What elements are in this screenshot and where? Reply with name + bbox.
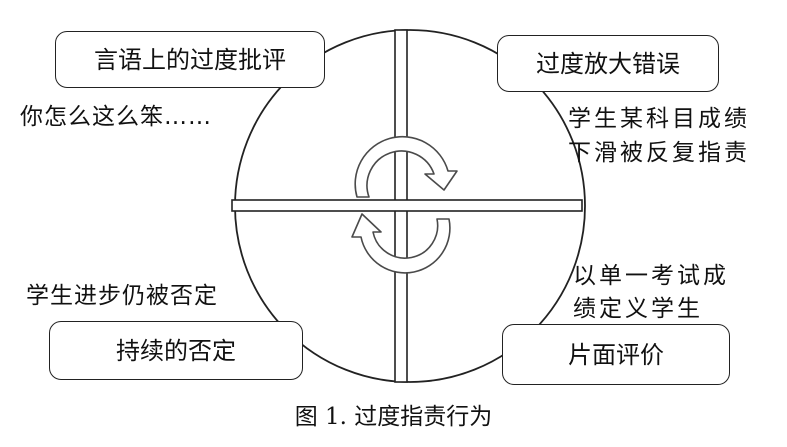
example-exaggerate-line1: 学生某科目成绩 bbox=[568, 106, 750, 132]
bar-intersection bbox=[396, 201, 406, 210]
lower-arrow bbox=[351, 213, 451, 274]
box-exaggerate-mistakes: 过度放大错误 bbox=[497, 35, 719, 92]
example-one-sided-line1: 以单一考试成 bbox=[573, 263, 729, 289]
circular-arrows-icon bbox=[351, 135, 458, 274]
horizontal-bar bbox=[231, 199, 583, 212]
example-persistent-denial: 学生进步仍被否定 bbox=[26, 283, 218, 309]
box-verbal-criticism: 言语上的过度批评 bbox=[55, 31, 325, 88]
example-exaggerate-line2: 下滑被反复指责 bbox=[568, 140, 750, 166]
upper-arrow bbox=[354, 135, 458, 198]
box-persistent-denial: 持续的否定 bbox=[49, 321, 303, 380]
figure-caption: 图 1. 过度指责行为 bbox=[294, 404, 493, 430]
example-one-sided-line2: 绩定义学生 bbox=[573, 296, 703, 322]
example-verbal-criticism: 你怎么这么笨…… bbox=[20, 104, 212, 130]
box-one-sided-evaluation: 片面评价 bbox=[502, 324, 730, 385]
